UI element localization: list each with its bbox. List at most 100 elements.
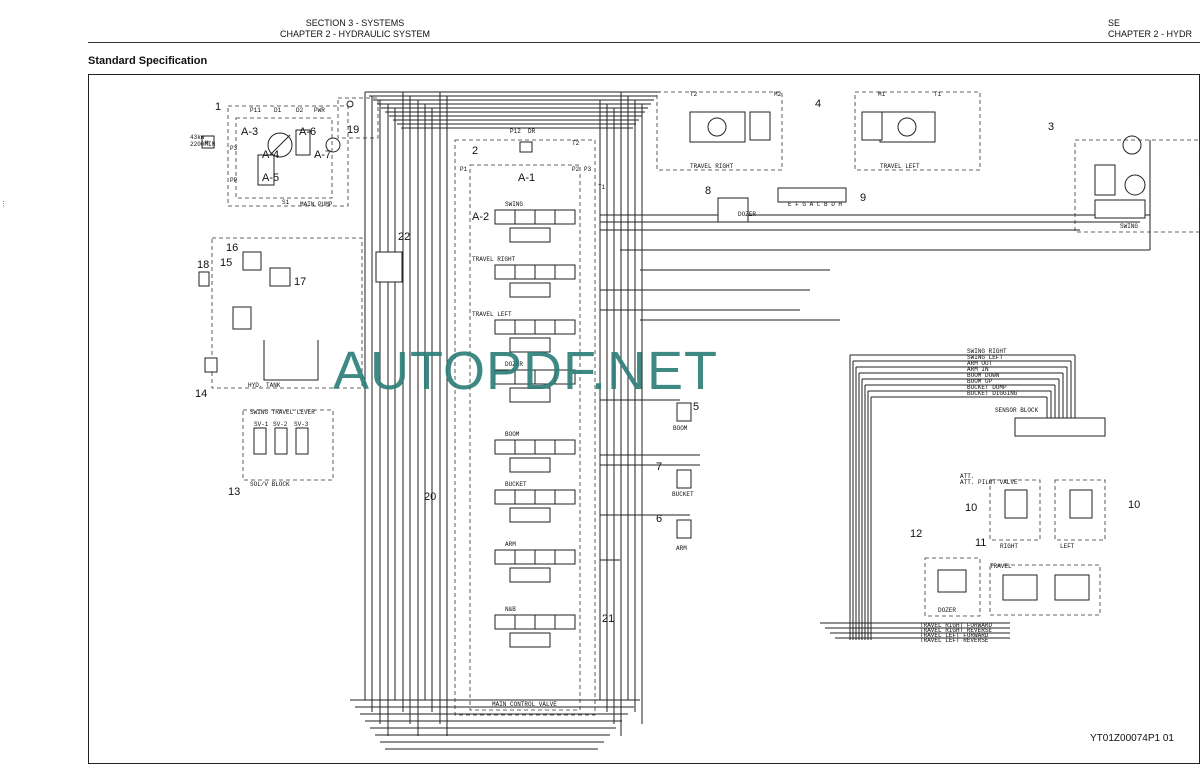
- svg-text:P11: P11: [250, 107, 261, 114]
- actuators-group: BOOM BUCKET ARM: [672, 402, 694, 552]
- callout-1: 1: [215, 101, 221, 113]
- main-pump-group: M 43kw 2200MIN MAIN PUMP P11 D1 D2 PWR P3P…: [190, 97, 379, 208]
- travel-right-label: TRAVEL RIGHT: [690, 163, 734, 170]
- callout-20: 20: [424, 491, 436, 503]
- svg-text:T2: T2: [572, 140, 580, 147]
- sol-block-title: SOL/V BLOCK: [250, 481, 290, 488]
- svg-text:P3: P3: [584, 166, 592, 173]
- callout-8: 8: [705, 185, 711, 197]
- svg-text:Pi2: Pi2: [510, 128, 521, 135]
- callout-22: 22: [398, 231, 410, 243]
- callout-11: 11: [975, 537, 986, 549]
- callout-14: 14: [195, 388, 207, 400]
- section-label: DOZER: [505, 361, 523, 368]
- travel-line-label: TRAVEL RIGHT REVERSE: [920, 627, 992, 634]
- travel-pilot-title: TRAVEL: [990, 563, 1012, 570]
- svg-text:T2: T2: [690, 91, 698, 98]
- rotary-joint-group: E F G A C B D H DOZER: [717, 187, 847, 223]
- callout-A-5: A-5: [262, 172, 279, 184]
- svg-text:ATT.: ATT.: [960, 473, 974, 480]
- pump-title: MAIN PUMP: [300, 201, 333, 208]
- callout-9: 9: [860, 192, 866, 204]
- travel-line-label: TRAVEL LEFT FORWARD: [920, 632, 989, 639]
- svg-text:P3: P3: [230, 145, 238, 152]
- rotary-ports: E F G A C B D H: [788, 201, 842, 208]
- callout-17: 17: [294, 276, 306, 288]
- bucket-cylinder: BUCKET: [672, 491, 694, 498]
- callout-3: 3: [1048, 121, 1054, 133]
- pilot-circuit-group: SENSOR BLOCK ATT. ATT. PILOT VALVE RIGHT…: [820, 348, 1106, 644]
- arm-cylinder: ARM: [676, 545, 687, 552]
- callout-16: 16: [226, 242, 238, 254]
- section-label: SWING: [505, 201, 523, 208]
- svg-text:PWR: PWR: [314, 107, 325, 114]
- pump-power: 43kw: [190, 134, 205, 141]
- svg-text:P2: P2: [572, 166, 580, 173]
- callout-18: 18: [197, 259, 209, 271]
- svg-text:PP: PP: [230, 177, 238, 184]
- dozer-pilot-title: DOZER: [938, 607, 956, 614]
- pilot-line-label: BUCKET DIGGING: [967, 390, 1018, 397]
- callout-A-6: A-6: [299, 126, 316, 138]
- callout-A-3: A-3: [241, 126, 258, 138]
- section-label: BUCKET: [505, 481, 527, 488]
- travel-line-label: TRAVEL RIGHT FORWARD: [920, 622, 992, 629]
- boom-cylinder: BOOM: [673, 425, 688, 432]
- header-section-right: SE: [1108, 18, 1121, 28]
- pilot-line-label: BUCKET DUMP: [967, 384, 1007, 391]
- callout-5: 5: [693, 401, 699, 413]
- section-label: TRAVEL LEFT: [472, 311, 512, 318]
- callout-A-4: A-4: [262, 149, 279, 161]
- pilot-line-label: SWING RIGHT: [967, 348, 1007, 355]
- callout-19: 19: [347, 124, 359, 136]
- callout-A-7: A-7: [314, 149, 331, 161]
- callout-21: 21: [602, 613, 614, 625]
- pump-rpm: 2200MIN: [190, 141, 216, 148]
- header-rule: [88, 42, 1200, 43]
- section-label: TRAVEL RIGHT: [472, 256, 516, 263]
- pilot-line-label: ARM IN: [967, 366, 989, 373]
- callout-4: 4: [815, 98, 821, 110]
- header-right: SE CHAPTER 2 - HYDR: [1108, 18, 1200, 40]
- callout-A-1: A-1: [518, 172, 535, 184]
- section-label: BOOM: [505, 431, 520, 438]
- svg-text:DOZER: DOZER: [738, 211, 756, 218]
- svg-text:D2: D2: [296, 107, 304, 114]
- callout-12: 12: [910, 528, 922, 540]
- travel-left-label: TRAVEL LEFT: [880, 163, 920, 170]
- section-label: N&B: [505, 606, 516, 613]
- control-valve-group: SWING TRAVEL RIGHT TRAVEL LEFT DOZER BOOM BUC…: [454, 128, 606, 716]
- swing-motor-group: SWING: [1074, 135, 1200, 233]
- svg-text:SV-2: SV-2: [273, 421, 288, 428]
- callout-6: 6: [656, 513, 662, 525]
- sensor-block-label: SENSOR BLOCK: [995, 407, 1039, 414]
- watermark-logo: AUTOPDF.NET: [333, 341, 719, 401]
- control-valve-title: MAIN CONTROL VALVE: [492, 701, 557, 708]
- svg-text:SV-1: SV-1: [254, 421, 269, 428]
- pilot-line-label: SWING LEFT: [967, 354, 1003, 361]
- svg-text:T1: T1: [598, 184, 606, 191]
- page-title: Standard Specification: [88, 55, 208, 67]
- svg-text:T1: T1: [934, 91, 942, 98]
- callout-2: 2: [472, 145, 478, 157]
- pilot-left: LEFT: [1060, 543, 1075, 550]
- pilot-line-label: BOOM DOWN: [967, 372, 1000, 379]
- svg-text:D1: D1: [274, 107, 282, 114]
- svg-text:M2: M2: [774, 91, 782, 98]
- pilot-valve-title: ATT. PILOT VALVE: [960, 479, 1018, 486]
- hydraulic-lines: [350, 91, 1151, 750]
- margin-mark: ⋮: [0, 201, 7, 208]
- callout-A-2: A-2: [472, 211, 489, 223]
- callout-13: 13: [228, 486, 240, 498]
- svg-text:DR: DR: [528, 128, 536, 135]
- travel-line-label: TRAVEL LEFT REVERSE: [920, 637, 989, 644]
- svg-text:SWING TRAVEL LEVER: SWING TRAVEL LEVER: [250, 409, 315, 416]
- pilot-line-label: ARM OUT: [967, 360, 993, 367]
- pilot-right: RIGHT: [1000, 543, 1018, 550]
- pilot-line-label: BOOM UP: [967, 378, 993, 385]
- svg-text:M: M: [205, 140, 209, 147]
- section-label: ARM: [505, 541, 516, 548]
